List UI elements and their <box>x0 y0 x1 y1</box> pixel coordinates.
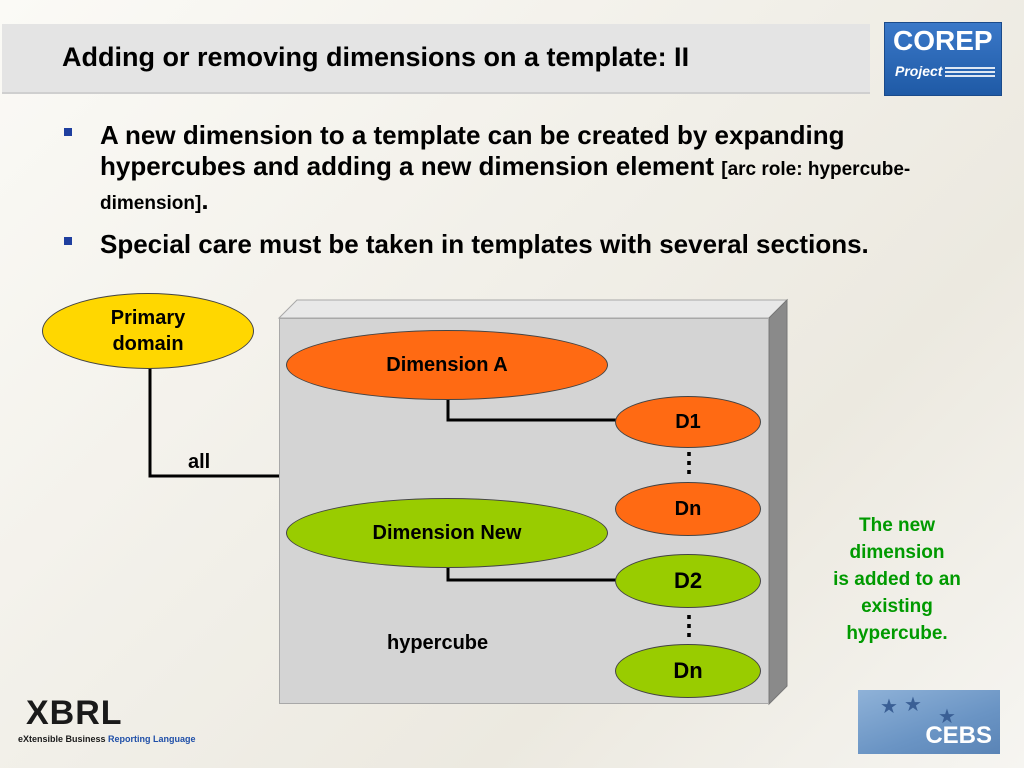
dn-bottom-node: Dn <box>615 644 761 698</box>
xbrl-logo: XBRL eXtensible Business Reporting Langu… <box>16 690 196 752</box>
d1-label: D1 <box>675 410 701 433</box>
dimension-a-to-d1-line <box>446 400 616 422</box>
corep-logo-text: COREP <box>893 25 993 56</box>
dimension-a-label: Dimension A <box>386 353 508 376</box>
title-bar: Adding or removing dimensions on a templ… <box>2 24 870 94</box>
dimension-new-to-d2-line <box>446 568 616 582</box>
primary-to-hypercube-line <box>148 367 279 478</box>
bullet-item: A new dimension to a template can be cre… <box>60 120 960 219</box>
d2-node: D2 <box>615 554 761 608</box>
dn-top-label: Dn <box>674 497 702 520</box>
bullet-square-icon <box>64 128 72 136</box>
bullet-list: A new dimension to a template can be cre… <box>60 120 960 270</box>
bullet-square-icon <box>64 237 72 245</box>
dimension-new-node: Dimension New <box>286 498 608 568</box>
d2-label: D2 <box>673 568 703 593</box>
primary-domain-node: Primary domain <box>42 293 254 369</box>
note-line: The new <box>858 515 935 536</box>
primary-domain-line2: domain <box>112 333 184 355</box>
bullet-text-end: . <box>201 185 209 215</box>
vertical-ellipsis-icon: ⋮ <box>676 610 702 640</box>
bullet-text: A new dimension to a template can be cre… <box>100 120 845 181</box>
new-dimension-note: The new dimension is added to an existin… <box>804 512 990 647</box>
bullet-item: Special care must be taken in templates … <box>60 229 960 260</box>
corep-logo-subtext: Project <box>895 63 943 79</box>
hypercube-label: hypercube <box>387 632 489 654</box>
cebs-logo: ★ ★ ★ CEBS <box>858 690 1000 754</box>
xbrl-logo-text: XBRL <box>26 694 123 732</box>
star-icon: ★ <box>880 696 898 718</box>
bullet-text-small: [arc role: hypercube-dimension] <box>100 159 911 214</box>
corep-logo: COREP Project <box>884 22 1002 96</box>
page-title: Adding or removing dimensions on a templ… <box>62 42 690 72</box>
xbrl-logo-sub-a: eXtensible Business <box>18 734 109 744</box>
dn-bottom-label: Dn <box>673 658 703 683</box>
note-line: dimension <box>849 542 945 563</box>
hypercube-box-side <box>768 298 788 706</box>
d1-node: D1 <box>615 396 761 448</box>
dn-top-node: Dn <box>615 482 761 536</box>
note-line: is added to an <box>833 569 961 590</box>
star-icon: ★ <box>904 694 922 716</box>
dimension-a-node: Dimension A <box>286 330 608 400</box>
cebs-logo-text: CEBS <box>925 722 992 749</box>
star-icon: ★ <box>938 706 956 728</box>
bullet-text: Special care must be taken in templates … <box>100 229 869 259</box>
note-line: hypercube. <box>846 623 948 644</box>
dimension-new-label: Dimension New <box>372 521 522 544</box>
all-label: all <box>188 451 211 473</box>
vertical-ellipsis-icon: ⋮ <box>676 447 702 477</box>
xbrl-logo-sub-b: Reporting Language <box>108 734 196 744</box>
xbrl-logo-subtext: eXtensible Business Reporting Language <box>18 734 196 744</box>
corep-logo-lines <box>945 67 995 79</box>
note-line: existing <box>861 596 933 617</box>
primary-domain-line1: Primary <box>110 307 186 329</box>
